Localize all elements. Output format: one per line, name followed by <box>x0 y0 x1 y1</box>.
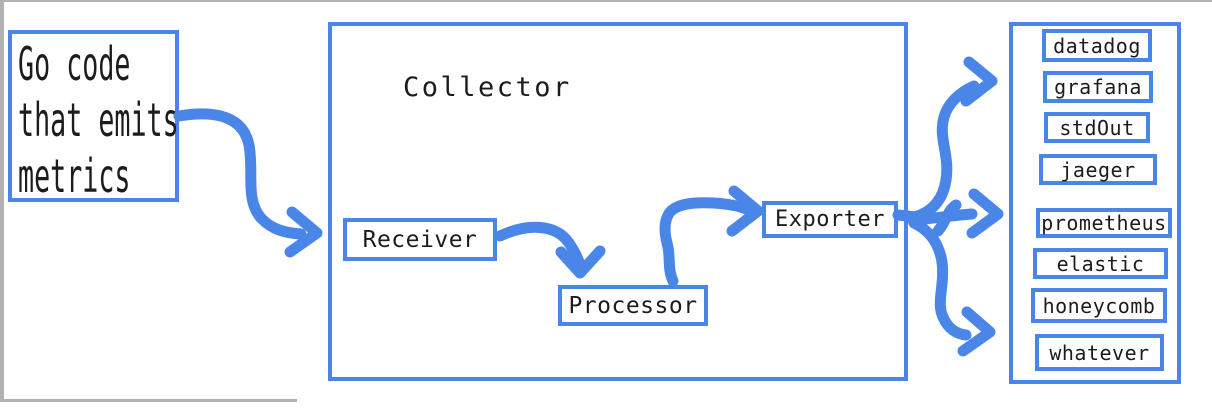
destination-label: stdOut <box>1059 115 1135 140</box>
destination-label: jaeger <box>1060 157 1136 182</box>
destination-box-jaeger: jaeger <box>1039 154 1157 185</box>
destination-box-whatever: whatever <box>1035 334 1164 371</box>
destination-label: elastic <box>1056 251 1145 276</box>
processor-label: Processor <box>568 292 698 319</box>
arrowhead-fanout-down-icon <box>957 306 996 357</box>
destination-label: whatever <box>1049 340 1150 365</box>
canvas-bottom-edge-segment <box>0 399 297 402</box>
destination-box-honeycomb: honeycomb <box>1031 288 1167 323</box>
arrow-fanout-middle <box>907 208 978 226</box>
destination-box-elastic: elastic <box>1033 248 1168 279</box>
canvas-left-edge <box>0 0 4 401</box>
destination-label: honeycomb <box>1042 293 1156 318</box>
exporter-box: Exporter <box>762 201 898 238</box>
arrowhead-fanout-middle-icon <box>966 188 1004 239</box>
source-line-2: that emits <box>18 93 179 147</box>
destination-label: grafana <box>1054 75 1142 99</box>
arrow-fanout-up <box>909 80 980 223</box>
arrowhead-source-to-collector-icon <box>284 206 323 258</box>
collector-title: Collector <box>403 72 572 103</box>
exporter-label: Exporter <box>775 207 885 232</box>
destination-box-datadog: datadog <box>1042 29 1152 62</box>
destination-box-stdout: stdOut <box>1044 112 1150 143</box>
receiver-label: Receiver <box>362 226 478 253</box>
receiver-box: Receiver <box>343 218 497 261</box>
canvas-top-edge <box>0 0 1212 2</box>
arrow-fanout-middle-flourish <box>932 199 962 237</box>
destination-box-prometheus: prometheus <box>1036 208 1172 238</box>
source-line-3: metrics <box>18 149 131 203</box>
processor-box: Processor <box>558 285 708 326</box>
destination-label: prometheus <box>1041 211 1167 235</box>
arrow-source-to-collector <box>173 108 307 240</box>
source-box: Go code that emits metrics <box>8 30 179 203</box>
arrow-fanout-down <box>908 217 972 341</box>
destination-box-grafana: grafana <box>1043 71 1153 103</box>
arrowhead-fanout-up-icon <box>960 56 998 107</box>
destination-label: datadog <box>1053 33 1141 58</box>
source-line-1: Go code <box>18 37 131 91</box>
